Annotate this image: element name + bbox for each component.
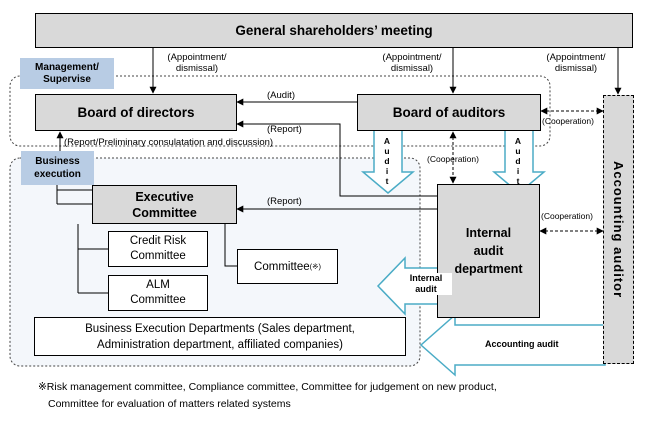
internal-audit-arrow-label: Internal audit: [400, 273, 452, 295]
footnote-line2: Committee for evaluation of matters rela…: [48, 398, 291, 410]
shareholders-meeting-label: General shareholders’ meeting: [235, 23, 433, 38]
appointment-label-3-line1: (Appointment/: [546, 52, 606, 63]
report-label-executive: (Report): [267, 196, 302, 207]
board-of-directors-label: Board of directors: [77, 105, 195, 120]
business-execution-departments-box: Business Execution Departments (Sales de…: [34, 317, 406, 356]
appointment-label-1-line2: dismissal): [175, 63, 219, 74]
internal-audit-line2: audit: [473, 244, 504, 258]
board-of-directors-box: Board of directors: [35, 94, 237, 131]
management-label-line1: Management/: [35, 61, 99, 73]
report-line-directors: [236, 120, 437, 197]
appointment-label-3: (Appointment/ dismissal): [534, 52, 618, 74]
audit-arrow-label-1: Audit: [382, 136, 392, 186]
business-depts-line2: Administration department, affiliated co…: [97, 338, 343, 351]
appointment-label-2-line2: dismissal): [390, 63, 434, 74]
internal-audit-arrow-line1: Internal: [409, 273, 443, 283]
appointment-label-1-line1: (Appointment/: [167, 52, 227, 63]
footnote: ※Risk management committee, Compliance c…: [38, 379, 497, 413]
internal-audit-arrow-line2: audit: [415, 284, 437, 294]
report-preliminary-label: (Report/Preliminary consulatation and di…: [64, 137, 274, 148]
audit-small-label: (Audit): [267, 90, 295, 101]
committee-label: Committee: [254, 260, 310, 273]
internal-audit-line1: Internal: [465, 226, 512, 240]
audit-arrow-label-2: Audit: [513, 136, 523, 186]
appointment-label-3-line2: dismissal): [554, 63, 598, 74]
audit-down-arrow-2: [491, 123, 547, 194]
alm-committee-box: ALM Committee: [108, 275, 208, 311]
committee-footnote-mark: (※): [309, 262, 321, 271]
tree-branch-committee: [224, 224, 237, 267]
cooperation-label-1: (Cooperation): [542, 116, 594, 126]
management-group-label: Management/ Supervise: [20, 58, 114, 89]
credit-risk-line2: Committee: [130, 250, 186, 262]
executive-committee-box: Executive Committee: [92, 185, 237, 224]
business-label-line2: execution: [34, 169, 81, 180]
shareholders-meeting-box: General shareholders’ meeting: [35, 13, 633, 48]
board-of-auditors-box: Board of auditors: [357, 94, 541, 131]
audit-down-arrow-1: [360, 123, 416, 194]
appointment-label-2-line1: (Appointment/: [382, 52, 442, 63]
executive-committee-line1: Executive: [135, 189, 194, 204]
board-of-auditors-label: Board of auditors: [392, 105, 506, 120]
footnote-line1: ※Risk management committee, Compliance c…: [38, 381, 497, 393]
accounting-audit-arrow: [419, 313, 606, 377]
management-label-line2: Supervise: [43, 73, 91, 85]
internal-audit-department-box: Internal audit department: [437, 184, 540, 318]
business-depts-line1: Business Execution Departments (Sales de…: [85, 322, 355, 335]
alm-line2: Committee: [130, 294, 186, 306]
business-label-line1: Business: [35, 156, 80, 167]
cooperation-label-2: (Cooperation): [427, 154, 479, 164]
accounting-auditor-label: Accounting auditor: [611, 160, 626, 299]
appointment-label-1: (Appointment/ dismissal): [155, 52, 239, 74]
business-group-label: Business execution: [21, 151, 94, 185]
accounting-auditor-box: Accounting auditor: [603, 95, 634, 364]
accounting-audit-label: Accounting audit: [485, 339, 559, 349]
cooperation-label-3: (Cooperation): [541, 211, 593, 221]
credit-risk-line1: Credit Risk: [129, 235, 187, 247]
alm-line1: ALM: [146, 279, 170, 291]
executive-committee-line2: Committee: [132, 205, 197, 220]
appointment-label-2: (Appointment/ dismissal): [370, 52, 454, 74]
committee-box: Committee(※): [237, 249, 338, 284]
report-label-directors: (Report): [267, 124, 302, 135]
credit-risk-committee-box: Credit Risk Committee: [108, 231, 208, 267]
internal-audit-line3: department: [454, 262, 523, 276]
